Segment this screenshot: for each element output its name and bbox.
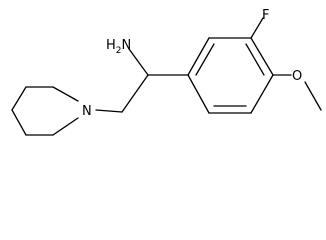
amine-n-label: N (122, 38, 132, 53)
bond-ring-3 (250, 37, 274, 76)
amine-label: H2N (106, 38, 131, 56)
bond-pip-6 (52, 117, 79, 136)
bond-ch2-ch (121, 74, 149, 113)
bond-oxygen-methyl (304, 81, 322, 111)
bond-pip-3 (11, 86, 27, 111)
molecule-structure: H2N F O N (11, 8, 322, 136)
oxygen-label: O (292, 69, 302, 84)
bond-ring-6 (187, 74, 210, 114)
bond-ring-inner-2 (245, 43, 265, 76)
bond-ring-inner-1 (195, 43, 215, 76)
amine-subscript-label: 2 (116, 46, 122, 56)
fluorine-label: F (262, 8, 269, 23)
bond-pip-1 (52, 86, 79, 102)
benzene-ring (187, 37, 274, 114)
piperidine-nitrogen-label: N (82, 104, 92, 119)
bond-ring-1 (187, 37, 210, 76)
bond-ring-4 (250, 74, 274, 114)
bond-pip-4 (11, 109, 27, 136)
bond-n-ch2 (95, 109, 123, 113)
piperidine-ring (11, 86, 79, 136)
bond-ch-amine (128, 48, 149, 76)
bond-ring-fluorine (250, 17, 264, 39)
amine-h-label: H (106, 38, 116, 53)
